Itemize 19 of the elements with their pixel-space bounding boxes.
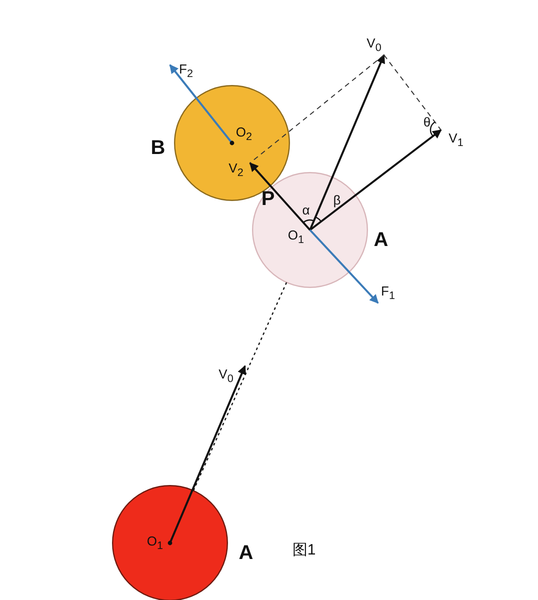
angle-label: θ [423, 116, 431, 128]
angle-label: α [302, 204, 310, 216]
vector-label: V$_{0}$ [218, 367, 234, 385]
figure-caption: 图1 [292, 542, 316, 558]
vector-label: V$_{2}$ [228, 161, 244, 179]
vector-label: V$_{1}$ [448, 131, 464, 149]
vector-label: V$_{0}$ [366, 36, 382, 54]
center-label: O$_{2}$ [236, 125, 252, 143]
vector-label: F$_{1}$ [381, 284, 395, 302]
ball-circle [252, 172, 368, 288]
ball-label: A [374, 230, 388, 250]
point-label: P [261, 189, 275, 209]
center-label: O$_{1}$ [146, 534, 164, 552]
trajectory-line [193, 282, 287, 491]
angle-label: β [333, 194, 341, 206]
ball-label: B [150, 138, 166, 158]
vector-label: F$_{2}$ [179, 62, 193, 80]
ball-label: A [238, 543, 254, 563]
center-label: O$_{1}$ [288, 228, 304, 246]
